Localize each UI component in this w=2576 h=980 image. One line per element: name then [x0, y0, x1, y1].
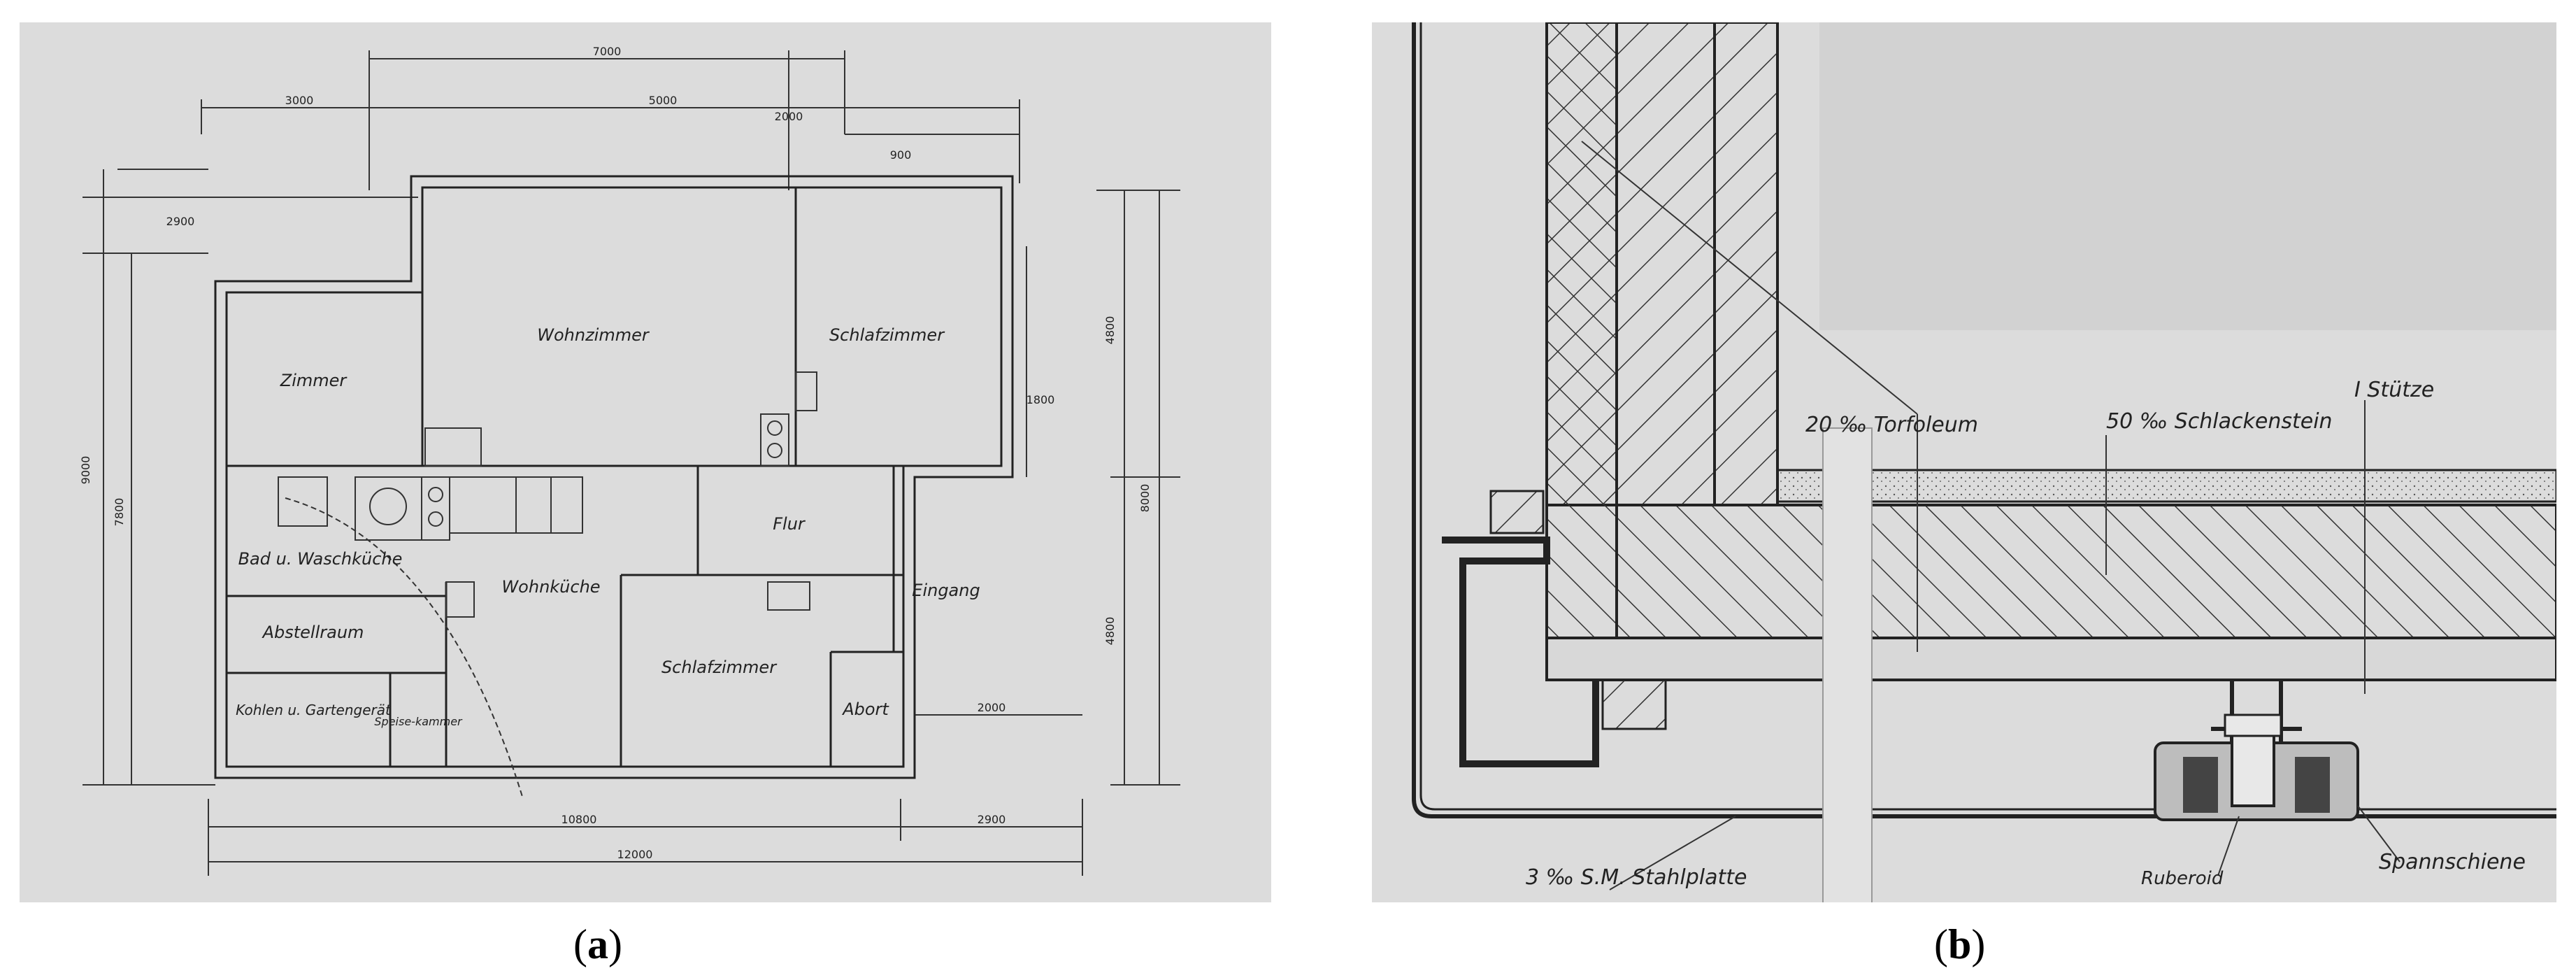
- caption-b: (b): [1934, 921, 1986, 967]
- room-label-wohnkuche: Wohnküche: [501, 577, 600, 597]
- room-label-schlafzimmer-1: Schlafzimmer: [829, 325, 945, 345]
- dim-top-small: 900: [890, 148, 912, 162]
- bolt: [2231, 727, 2275, 807]
- dim-right-offset: 1800: [1026, 393, 1055, 406]
- torfoleum-layer: [1545, 637, 2558, 681]
- room-label-flur: Flur: [773, 514, 806, 534]
- c-channel: [1442, 537, 1599, 767]
- dim-left-inner: 7800: [113, 498, 126, 527]
- insulation-layer: [1776, 469, 2558, 503]
- label-ruberoid: Ruberoid: [2141, 868, 2224, 889]
- wood-block-top: [1489, 490, 1545, 534]
- room-label-zimmer: Zimmer: [280, 371, 348, 390]
- paper-background: [20, 22, 1271, 902]
- section-detail-drawing: 20 ‰ Torfoleum 50 ‰ Schlackenstein I Stü…: [1372, 21, 2558, 911]
- dim-right-upper: 4800: [1103, 316, 1117, 345]
- room-label-bad: Bad u. Waschküche: [238, 549, 403, 569]
- dim-bottom-total: 12000: [617, 848, 653, 861]
- room-label-speise: Speise-kammer: [374, 715, 463, 728]
- pipe-run: [285, 497, 524, 800]
- dim-top-right: 5000: [649, 94, 678, 107]
- room-label-abort: Abort: [841, 700, 889, 719]
- room-label-schlafzimmer-2: Schlafzimmer: [661, 658, 778, 677]
- outer-wall: [214, 175, 1014, 779]
- dim-right-bottom: 2000: [978, 701, 1006, 714]
- room-label-kohlen: Kohlen u. Gartengerät: [236, 702, 392, 718]
- slab-schlackenstein: [1615, 504, 2558, 639]
- steel-plate: [1412, 22, 2556, 818]
- dim-top-left: 3000: [285, 94, 314, 107]
- dim-right-lower: 4800: [1103, 617, 1117, 646]
- dim-right-total: 8000: [1138, 484, 1152, 513]
- room-label-abstellraum: Abstellraum: [262, 623, 364, 642]
- label-stahlplatte: 3 ‰ S.M. Stahlplatte: [1526, 865, 1747, 890]
- label-torfoleum: 20 ‰ Torfoleum: [1805, 413, 1978, 437]
- dim-left-small: 2900: [166, 215, 195, 228]
- label-schlackenstein: 50 ‰ Schlackenstein: [2106, 409, 2333, 434]
- dim-left-total: 9000: [79, 456, 92, 485]
- floor-plan-drawing: Wohnzimmer Schlafzimmer Zimmer Flur Bad …: [20, 22, 1271, 902]
- dim-top-total: 7000: [593, 45, 622, 58]
- dim-bottom-right: 2900: [978, 813, 1006, 826]
- room-label-eingang: Eingang: [912, 581, 980, 600]
- label-stutze: I Stütze: [2354, 378, 2434, 402]
- sink: [278, 476, 328, 527]
- room-label-wohnzimmer: Wohnzimmer: [537, 325, 650, 345]
- section-detail-panel: 20 ‰ Torfoleum 50 ‰ Schlackenstein I Stü…: [1372, 21, 2558, 911]
- dim-top-step: 2000: [775, 110, 803, 123]
- caption-a: (a): [573, 921, 622, 967]
- label-spannschiene: Spannschiene: [2379, 850, 2526, 874]
- floor-plan-panel: Wohnzimmer Schlafzimmer Zimmer Flur Bad …: [20, 22, 1271, 902]
- dim-bottom-inner: 10800: [561, 813, 597, 826]
- grey-block: [1819, 22, 2556, 330]
- wood-block-bottom: [1601, 679, 1667, 730]
